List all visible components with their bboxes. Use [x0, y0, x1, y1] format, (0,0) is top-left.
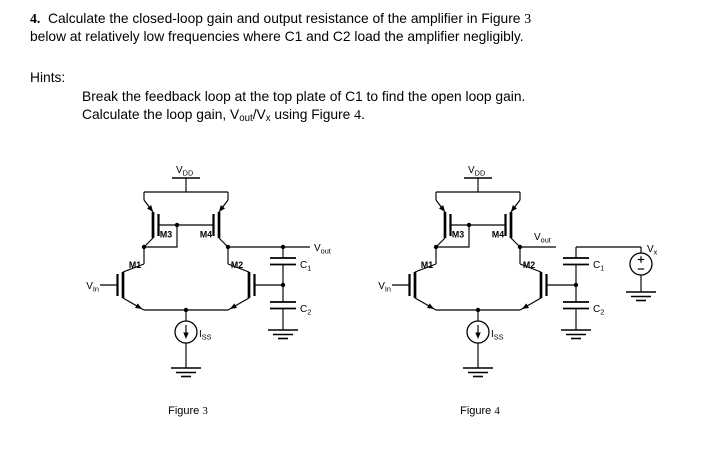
fig3-c1-capacitor: [270, 257, 296, 266]
fig4-vdd-label: VDD: [468, 165, 485, 178]
arrowhead: [219, 205, 226, 212]
arrowhead: [135, 303, 142, 309]
fig3-m3-label: M3: [160, 230, 172, 240]
fig4-vx-label: Vx: [647, 244, 658, 257]
fig4-pmos-mirror: M3 M4: [433, 191, 523, 250]
hints-label: Hints:: [30, 70, 66, 85]
fig3-caption: Figure 3: [168, 405, 208, 417]
fig3-c2-ground: [268, 329, 298, 340]
fig3-c2-capacitor: [270, 301, 296, 310]
fig3-c1-label: C1: [300, 260, 311, 273]
fig4-tail-current-source: ISS: [463, 310, 504, 378]
fig4-tail-ground: [463, 367, 493, 378]
arrowhead: [146, 205, 153, 212]
fig4-c1-label: C1: [593, 260, 604, 273]
fig4-c2-label: C2: [593, 304, 604, 317]
fig3-iss-label: ISS: [199, 329, 212, 342]
fig3-m2-label: M2: [231, 260, 243, 270]
problem-line-2: below at relatively low frequencies wher…: [30, 28, 524, 44]
hint-line-2: Calculate the loop gain, Vout/Vx using F…: [82, 106, 365, 125]
arrowhead: [511, 205, 518, 212]
fig4-iss-label: ISS: [491, 329, 504, 342]
fig4-m2-label: M2: [523, 260, 535, 270]
fig4-caption: Figure 4: [460, 405, 500, 417]
arrowhead: [438, 205, 445, 212]
fig4-nmos-pair: VIn M1 M2: [378, 247, 548, 313]
arrowhead: [475, 332, 481, 339]
fig4-c1-capacitor: [563, 257, 589, 266]
fig3-pmos-mirror: M3 M4: [141, 191, 231, 250]
fig3-vdd-supply: VDD: [172, 165, 200, 192]
fig3-m1-label: M1: [129, 260, 141, 270]
arrowhead: [522, 303, 529, 309]
fig4-c2-capacitor: [563, 301, 589, 310]
fig3-m4-label: M4: [200, 230, 212, 240]
fig4-m4-label: M4: [492, 230, 504, 240]
problem-line-1: 4. Calculate the closed-loop gain and ou…: [30, 11, 532, 26]
fig4-vout-label: Vout: [534, 232, 551, 245]
fig4-vx-source: Vx: [626, 244, 658, 302]
hints-body: Break the feedback loop at the top plate…: [82, 88, 525, 125]
fig3-c2-label: C2: [300, 304, 311, 317]
problem-statement: 4. Calculate the closed-loop gain and ou…: [30, 10, 531, 45]
fig3-tail-current-source: ISS: [171, 310, 212, 378]
arrowhead: [230, 303, 237, 309]
fig3-vout-label: Vout: [314, 243, 331, 256]
fig4-vx-ground: [626, 291, 656, 302]
arrowhead: [183, 332, 189, 339]
fig4-m3-label: M3: [452, 230, 464, 240]
fig3-vin-label: VIn: [86, 281, 99, 294]
fig4-vdd-supply: VDD: [464, 165, 492, 192]
fig3-vdd-label: VDD: [176, 165, 193, 178]
fig4-m1-label: M1: [421, 260, 433, 270]
fig3-nmos-pair: VIn M1 M2: [86, 247, 256, 313]
fig3-tail-ground: [171, 367, 201, 378]
fig4-vin-label: VIn: [378, 281, 391, 294]
fig4-c2-ground: [561, 329, 591, 340]
hint-line-1: Break the feedback loop at the top plate…: [82, 89, 526, 104]
arrowhead: [427, 303, 434, 309]
